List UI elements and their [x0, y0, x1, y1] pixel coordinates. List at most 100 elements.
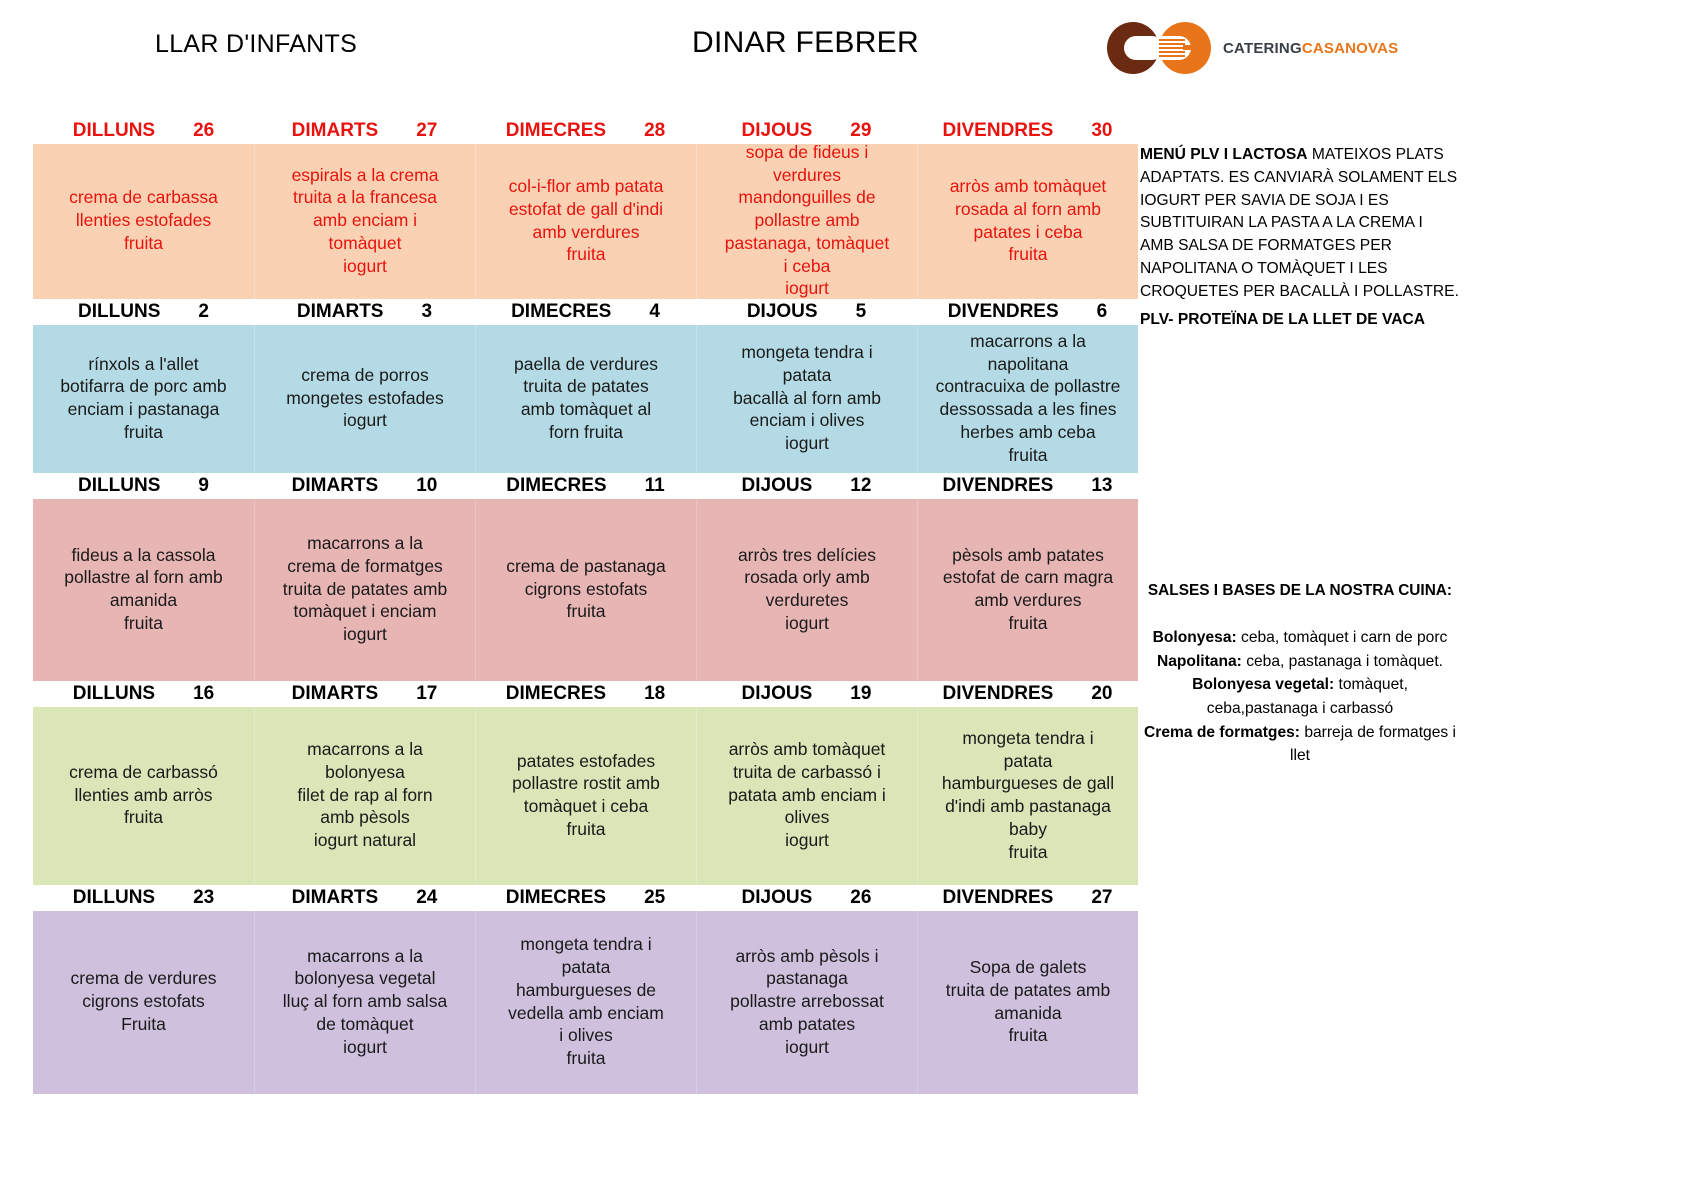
menu-dish-line: bolonyesa — [325, 761, 405, 782]
day-number: 23 — [193, 887, 215, 908]
menu-dish-line: llenties amb arròs — [74, 784, 213, 805]
sauce-description: tomàquet, ceba,pastanaga i carbassó — [1206, 676, 1408, 718]
menu-dish-line: Sopa de galets — [969, 957, 1087, 977]
day-number: 30 — [1091, 120, 1113, 141]
day-name: DILLUNS — [78, 301, 161, 322]
menu-dish-line: fruita — [1008, 444, 1048, 465]
catering-casanovas-logo: CATERINGCASANOVAS — [1107, 22, 1398, 74]
menu-dish-line: crema de formatges — [287, 555, 443, 576]
menu-dish-line: tomàquet i enciam — [293, 601, 437, 622]
day-name: DIMARTS — [291, 120, 379, 141]
menu-dish-line: iogurt — [785, 278, 829, 299]
menu-dish-line: rosada orly amb — [744, 567, 870, 588]
menu-dish-line: botifarra de porc amb — [60, 376, 227, 397]
menu-dish-line: tomàquet i ceba — [523, 796, 649, 816]
menu-dish-line: mongetes estofades — [286, 387, 444, 408]
menu-dish-line: crema de verdures — [70, 968, 217, 989]
day-name: DIJOUS — [746, 301, 818, 322]
menu-dish-line: fruita — [124, 612, 163, 633]
menu-dish-line: verduretes — [765, 590, 849, 610]
sauce-description: ceba, tomàquet i carn de porc — [1236, 629, 1448, 646]
day-number: 27 — [416, 120, 438, 141]
fork-handle-icon — [1183, 45, 1203, 50]
day-number: 11 — [644, 475, 665, 496]
menu-dish-line: estofat de carn magra — [942, 567, 1114, 588]
menu-dish-line: lluç al forn amb salsa — [282, 991, 448, 1012]
menu-dish-line: amb patates — [758, 1013, 856, 1034]
sauce-name: Bolonyesa vegetal: — [1192, 676, 1335, 694]
menu-dish-line: forn fruita — [549, 421, 623, 442]
day-name: DIVENDRES — [947, 301, 1059, 322]
menu-dish-line: pollastre amb — [754, 210, 860, 231]
sauces-legend-title: SALSES I BASES DE LA NOSTRA CUINA: — [1147, 582, 1453, 599]
menu-dish-line: crema de carbassa — [69, 187, 218, 208]
menu-dish-line: fideus a la cassola — [71, 544, 216, 565]
sauce-legend-item: Bolonyesa vegetal: tomàquet, ceba,pastan… — [1140, 673, 1460, 720]
menu-dish-line: fruita — [566, 1048, 606, 1068]
menu-dish-line: col-i-flor amb patata — [508, 176, 664, 196]
menu-dish-line: fruita — [1008, 612, 1048, 633]
day-number: 17 — [416, 683, 438, 704]
sauces-legend: SALSES I BASES DE LA NOSTRA CUINA: Bolon… — [1140, 582, 1460, 768]
menu-dish-line: tomàquet — [328, 232, 402, 253]
menu-dish-line: fruita — [124, 807, 163, 828]
day-name: DIMARTS — [296, 301, 384, 322]
menu-dish-line: iogurt — [343, 255, 387, 276]
day-number: 3 — [421, 301, 433, 322]
day-name: DILLUNS — [72, 120, 156, 141]
menu-dish-line: crema de porros — [301, 364, 429, 385]
menu-dish-line: macarrons a la — [970, 330, 1086, 351]
plv-note-heading: MENÚ PLV I LACTOSA — [1140, 146, 1308, 163]
menu-dish-line: bacallà al forn amb — [733, 387, 881, 408]
menu-dish-line: iogurt — [785, 612, 829, 633]
menu-dish-line: enciam i olives — [749, 410, 865, 431]
menu-dish-line: iogurt — [785, 1036, 829, 1057]
menu-dish-line: verdures — [772, 164, 842, 185]
day-number: 20 — [1091, 683, 1113, 704]
day-name: DIJOUS — [741, 120, 813, 141]
plv-note-text: MENÚ PLV I LACTOSA MATEIXOS PLATS ADAPTA… — [1140, 144, 1460, 303]
menu-dish-line: napolitana — [987, 353, 1069, 374]
menu-dish-line: pollastre arrebossat — [730, 991, 884, 1012]
page-header: LLAR D'INFANTS DINAR FEBRER CATERINGCASA… — [0, 0, 1683, 92]
menu-dish-line: herbes amb ceba — [960, 421, 1096, 442]
menu-dish-line: amb pèsols — [320, 807, 410, 828]
menu-dish-line: fruita — [124, 421, 163, 442]
day-number: 2 — [198, 301, 209, 322]
menu-dish-line: macarrons a la — [307, 945, 423, 966]
menu-dish-line: patata — [1003, 750, 1053, 771]
menu-dish-line: pollastre rostit amb — [512, 773, 660, 794]
menu-dish-line: mongeta tendra i — [962, 727, 1094, 748]
menu-dish-line: arròs amb tomàquet — [728, 739, 886, 760]
day-name: DIMARTS — [291, 887, 379, 908]
menu-dish-line: crema de pastanaga — [506, 555, 666, 576]
menu-dish-line: iogurt natural — [313, 830, 417, 851]
menu-dish-line: rosada al forn amb — [955, 198, 1101, 219]
menu-dish-line: enciam i pastanaga — [67, 399, 220, 419]
day-number: 5 — [855, 301, 867, 322]
menu-dish-line: truita de carbassó i — [733, 761, 881, 782]
menu-dish-line: pastanaga, tomàquet — [724, 232, 890, 253]
